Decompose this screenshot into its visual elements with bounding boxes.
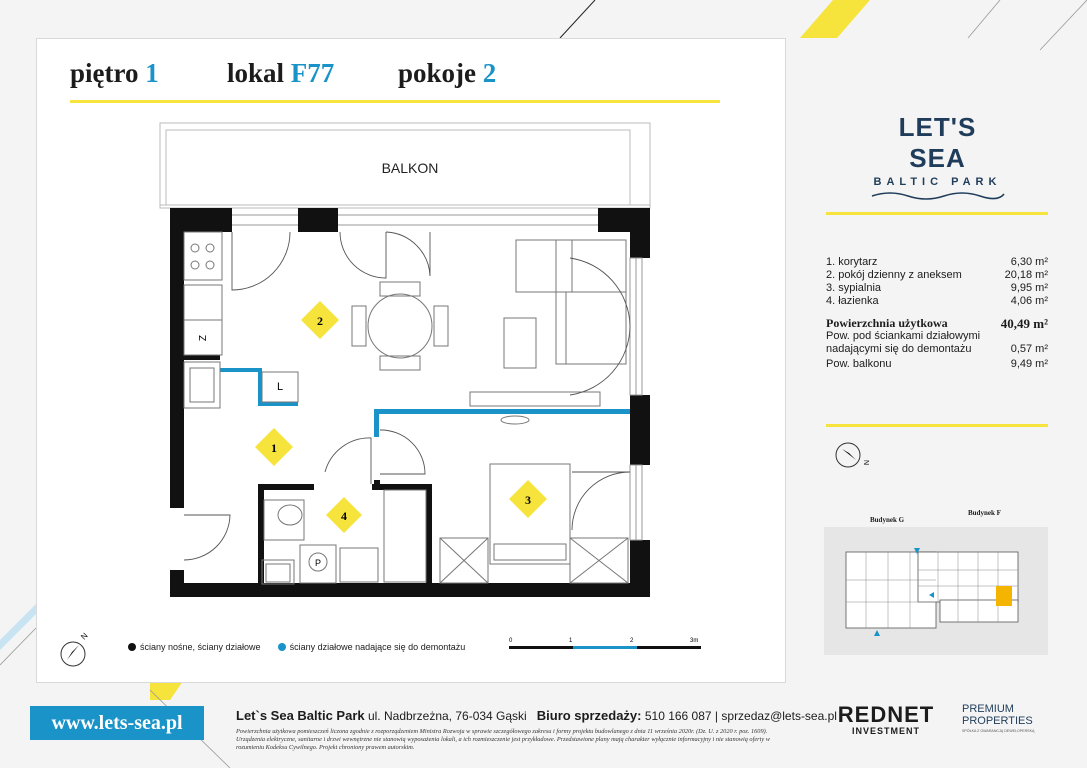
contact-line: Let`s Sea Baltic Park ul. Nadbrzeżna, 76… <box>236 708 837 723</box>
room-marker-1: 1 <box>255 428 293 466</box>
wardrobe-label: L <box>277 381 283 393</box>
compass-icon: N <box>60 631 90 667</box>
site-compass-icon: N <box>835 442 869 468</box>
removable-wall-swatch <box>277 642 286 651</box>
plan-card <box>36 38 786 683</box>
room-marker-3: 3 <box>509 480 547 518</box>
bearing-wall-swatch <box>128 642 136 651</box>
wave-icon <box>871 192 1005 200</box>
bearing-walls <box>170 208 650 597</box>
svg-text:3m: 3m <box>690 638 698 644</box>
svg-text:N: N <box>79 631 90 642</box>
room-marker-2: 2 <box>301 301 339 339</box>
divider-top <box>826 212 1048 215</box>
lets-sea-logo: LET'S SEA BALTIC PARK <box>870 112 1005 207</box>
legend-removable: ściany działowe nadające się do demontaż… <box>289 641 466 652</box>
fridge-label: Z <box>198 335 209 341</box>
balcony-label: BALKON <box>382 160 439 176</box>
door-swings <box>183 231 631 561</box>
building-f-label: Budynek F <box>968 509 1001 517</box>
furniture <box>183 231 629 585</box>
room-marker-4: 4 <box>326 497 362 533</box>
rooms-value: 2 <box>482 58 497 88</box>
divider-bottom <box>826 424 1048 427</box>
washer-label: P <box>315 558 321 568</box>
website-link[interactable]: www.lets-sea.pl <box>30 706 204 740</box>
email-link[interactable]: sprzedaz@lets-sea.pl <box>721 709 837 723</box>
svg-text:1: 1 <box>271 441 277 455</box>
scale-bar: 0 1 2 3m <box>509 638 701 649</box>
legend-bearing: ściany nośne, ściany działowe <box>140 641 261 652</box>
svg-text:2: 2 <box>317 314 323 328</box>
rednet-logo: REDNET INVESTMENT <box>837 702 935 736</box>
svg-text:4: 4 <box>341 509 347 523</box>
header-underline <box>70 100 720 103</box>
unit-heading: lokal F77 <box>227 58 335 88</box>
svg-text:1: 1 <box>569 638 573 644</box>
removable-walls <box>220 368 630 437</box>
premium-properties-logo: PREMIUM PROPERTIES SPÓŁKA Z GWARANCJĄ DE… <box>962 703 1035 733</box>
plan-legend: ściany nośne, ściany działowe ściany dzi… <box>128 641 465 652</box>
svg-text:0: 0 <box>509 638 513 644</box>
phone-number[interactable]: 510 166 087 <box>644 709 712 723</box>
floor-plan: BALKON <box>60 122 701 667</box>
floor-value: 1 <box>145 58 159 88</box>
building-g-label: Budynek G <box>870 516 905 524</box>
floor-heading: piętro 1 <box>70 58 159 88</box>
svg-text:3: 3 <box>525 493 531 507</box>
rooms-heading: pokoje 2 <box>398 58 497 88</box>
unit-value: F77 <box>290 58 335 88</box>
svg-text:N: N <box>862 460 869 465</box>
legal-disclaimer: Powierzchnia użytkowa pomieszczeń liczon… <box>236 728 770 751</box>
svg-text:2: 2 <box>630 638 634 644</box>
